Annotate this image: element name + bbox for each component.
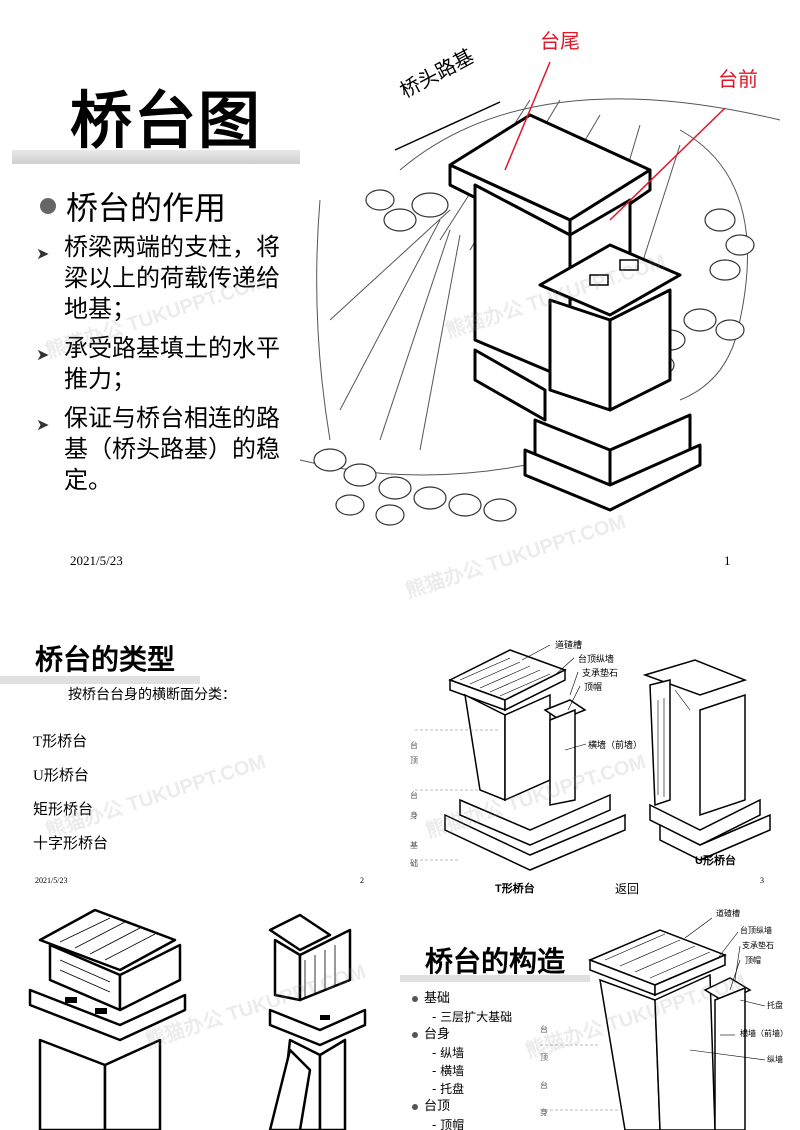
- slide-title: 桥台的构造: [425, 945, 566, 978]
- abutment-structure-drawing: [540, 917, 766, 1130]
- arrow-bullet-icon: ➤: [36, 415, 50, 434]
- bullet-dot-icon: [412, 1032, 418, 1038]
- slide-4: [0, 900, 400, 1130]
- slide-5: 桥台的构造 基础 - 三层扩大基础 台身 - 纵墙 - 横墙 - 托盘 台顶 -…: [400, 900, 800, 1130]
- vertical-label: 基: [410, 841, 418, 850]
- annotation: 支承垫石: [582, 668, 619, 678]
- slide-title: 桥台的类型: [35, 643, 176, 676]
- bullet-dot-icon: [40, 198, 56, 214]
- sub-label: 三层扩大基础: [440, 1010, 513, 1024]
- annotation: 托盘: [767, 1001, 783, 1010]
- item-label: 基础: [424, 991, 451, 1006]
- list-item: ➤ 承受路基填土的水平推力；: [36, 333, 294, 395]
- arrow-bullet-icon: ➤: [36, 244, 50, 263]
- vertical-label: 台: [540, 1081, 548, 1090]
- t-abutment-drawing: [415, 644, 771, 871]
- back-link[interactable]: 返回: [615, 882, 640, 896]
- slide-date: 2021/5/23: [35, 876, 68, 885]
- list-item: U形桥台: [33, 768, 89, 784]
- annotation: 道碴槽: [716, 909, 740, 918]
- abutment-illustration: [300, 61, 781, 526]
- list-item: ➤ 保证与桥台相连的路基（桥头路基）的稳定。: [36, 403, 294, 496]
- annotation: 支承垫石: [742, 941, 774, 950]
- slide-1: 桥台图 桥台的作用 ➤ 桥梁两端的支柱，将梁以上的荷载传递给地基； ➤ 承受路基…: [12, 29, 781, 568]
- annotation: 横墙（前墙）: [740, 1029, 788, 1038]
- list-item: T形桥台: [33, 734, 88, 750]
- slide-3: 道碴槽 台顶纵墙 支承垫石 顶帽 横墙（前墙） 台 顶 台 身 基 础 T形桥台…: [400, 600, 800, 900]
- sub-item: - 托盘: [432, 1082, 465, 1096]
- page-number: 1: [724, 553, 731, 568]
- main-bullet: 桥台的作用: [40, 183, 226, 229]
- sub-label: 托盘: [440, 1082, 465, 1096]
- structure-list: 基础 - 三层扩大基础 台身 - 纵墙 - 横墙 - 托盘 台顶 - 顶帽: [412, 990, 512, 1130]
- list-item: 台顶: [412, 1098, 512, 1116]
- list-item: 矩形桥台: [33, 802, 94, 818]
- caption-t-abutment: T形桥台: [495, 883, 535, 895]
- annotation: 横墙（前墙）: [588, 740, 643, 750]
- caption-u-abutment: U形桥台: [695, 855, 736, 867]
- list-item: ➤ 桥梁两端的支柱，将梁以上的荷载传递给地基；: [36, 232, 294, 325]
- bullet-dot-icon: [412, 996, 418, 1002]
- bullet-dot-icon: [412, 1104, 418, 1110]
- annotation: 台顶纵墙: [740, 926, 772, 935]
- vertical-label: 顶: [410, 756, 418, 765]
- main-bullet-text: 桥台的作用: [66, 189, 227, 227]
- item-label: 台顶: [424, 1099, 451, 1114]
- annotation: 顶帽: [584, 682, 603, 692]
- sub-item: - 三层扩大基础: [432, 1010, 513, 1024]
- sub-label: 横墙: [440, 1064, 465, 1078]
- list-item: 十字形桥台: [33, 836, 109, 852]
- lead-text: 按桥台台身的横断面分类：: [68, 688, 236, 703]
- annotation: 道碴槽: [555, 640, 583, 650]
- slide-2: 桥台的类型 按桥台台身的横断面分类： T形桥台 U形桥台 矩形桥台 十字形桥台 …: [0, 600, 400, 900]
- page-number: 2: [360, 876, 364, 885]
- sub-label: 顶帽: [440, 1118, 465, 1130]
- vertical-label: 身: [540, 1108, 548, 1117]
- item-label: 台身: [424, 1027, 451, 1042]
- list-item: 台身: [412, 1026, 512, 1044]
- sub-label: 纵墙: [440, 1046, 465, 1060]
- sub-item: - 顶帽: [432, 1118, 465, 1130]
- vertical-label: 台: [410, 741, 418, 750]
- point-text: 桥梁两端的支柱，将梁以上的荷载传递给地基；: [64, 233, 280, 323]
- title-underline: [400, 975, 590, 982]
- annotation: 台顶纵墙: [578, 654, 615, 664]
- sub-item: - 纵墙: [432, 1046, 465, 1060]
- slide-date: 2021/5/23: [70, 553, 123, 568]
- vertical-label: 顶: [540, 1053, 548, 1062]
- annotation: 纵墙: [767, 1055, 783, 1064]
- vertical-label: 台: [540, 1025, 548, 1034]
- front-label: 台前: [718, 67, 758, 91]
- vertical-label: 础: [410, 859, 418, 868]
- point-text: 承受路基填土的水平推力；: [64, 334, 280, 393]
- title-underline: [12, 150, 300, 164]
- annotation: 顶帽: [745, 956, 761, 965]
- arrow-bullet-icon: ➤: [36, 345, 50, 364]
- list-item: 基础: [412, 990, 512, 1008]
- title-underline: [0, 676, 200, 684]
- tail-label: 台尾: [540, 29, 580, 53]
- vertical-label: 台: [410, 791, 418, 800]
- page-number: 3: [760, 876, 764, 885]
- vertical-label: 身: [410, 811, 418, 820]
- sub-item: - 横墙: [432, 1064, 465, 1078]
- slide-title: 桥台图: [70, 84, 263, 157]
- point-text: 保证与桥台相连的路基（桥头路基）的稳定。: [64, 404, 280, 494]
- abutment-types-drawing: [28, 908, 367, 1130]
